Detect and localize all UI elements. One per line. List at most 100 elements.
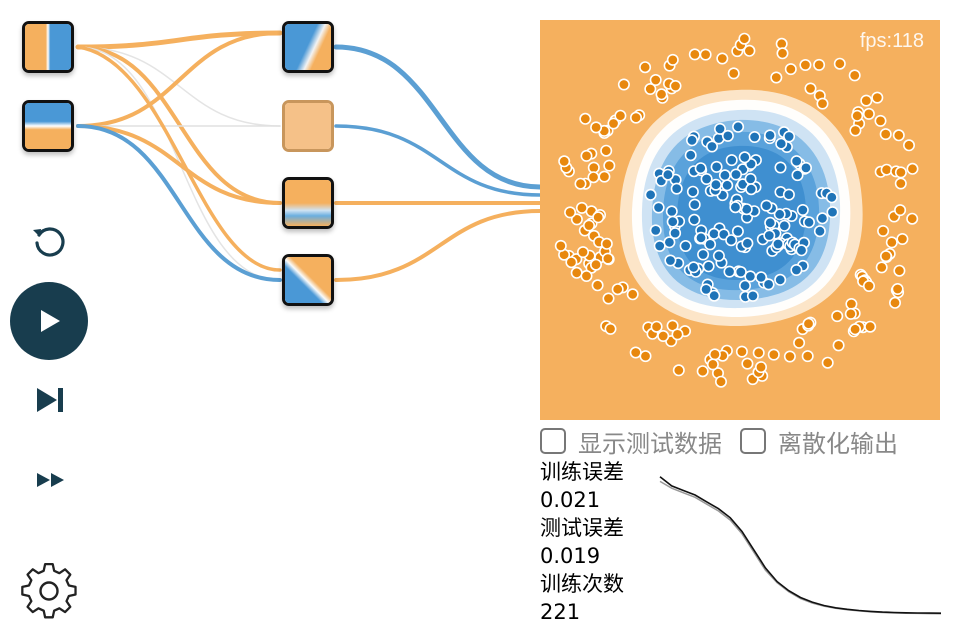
data-point	[730, 168, 743, 181]
epochs-value: 221	[540, 600, 581, 624]
data-point	[862, 107, 875, 120]
data-point	[601, 252, 614, 265]
fps-counter: fps:118	[859, 30, 924, 52]
data-point	[630, 111, 643, 124]
data-point	[821, 356, 834, 369]
data-point	[790, 155, 803, 168]
data-point	[589, 258, 602, 271]
data-point	[739, 279, 752, 292]
data-point	[783, 350, 796, 363]
input-neuron-x2[interactable]	[22, 100, 74, 152]
data-point	[799, 161, 812, 174]
data-point	[738, 151, 751, 164]
data-point	[763, 229, 776, 242]
hidden-neuron-1[interactable]	[282, 21, 334, 73]
data-point	[706, 140, 719, 153]
data-point	[772, 238, 785, 251]
data-point	[570, 213, 583, 226]
data-point	[694, 162, 707, 175]
data-point	[767, 348, 780, 361]
data-point	[773, 208, 786, 221]
discretize-output-label: 离散化输出	[778, 429, 898, 458]
data-point	[860, 94, 873, 107]
data-point	[849, 323, 862, 336]
data-point	[696, 365, 709, 378]
settings-button[interactable]	[18, 560, 80, 622]
show-test-data-checkbox[interactable]	[540, 428, 566, 454]
data-point	[813, 225, 826, 238]
step-button[interactable]	[32, 384, 68, 416]
hidden-neuron-2[interactable]	[282, 100, 334, 152]
data-point	[591, 279, 604, 292]
train-loss-line	[659, 476, 942, 614]
data-point	[776, 47, 789, 60]
data-point	[708, 289, 721, 302]
data-point	[666, 215, 679, 228]
data-point	[712, 249, 725, 262]
output-heatmap[interactable]: fps:118	[540, 20, 940, 420]
data-point	[844, 307, 857, 320]
data-point	[729, 201, 742, 214]
data-point	[716, 52, 729, 65]
data-point	[875, 261, 888, 274]
data-point	[592, 211, 605, 224]
show-test-data-toggle[interactable]: 显示测试数据	[540, 424, 722, 459]
data-point	[663, 236, 676, 249]
data-point	[748, 131, 761, 144]
data-point	[770, 71, 783, 84]
data-point	[760, 199, 773, 212]
data-point	[888, 296, 901, 309]
data-point	[684, 149, 697, 162]
data-point	[879, 128, 892, 141]
data-point	[783, 130, 796, 143]
data-point	[893, 264, 906, 277]
data-point	[801, 350, 814, 363]
reset-button[interactable]	[28, 220, 70, 262]
data-point	[816, 212, 829, 225]
train-loss-value: 0.021	[540, 488, 601, 512]
discretize-output-toggle[interactable]: 离散化输出	[740, 424, 898, 459]
data-point	[774, 161, 787, 174]
discretize-output-checkbox[interactable]	[740, 428, 766, 454]
data-point	[653, 240, 666, 253]
play-button[interactable]	[10, 282, 88, 360]
data-point	[796, 204, 809, 217]
data-point	[790, 264, 803, 277]
data-point	[661, 168, 674, 181]
data-point	[734, 266, 747, 279]
data-point	[848, 69, 861, 82]
hidden-neuron-3[interactable]	[282, 177, 334, 229]
data-point	[650, 320, 663, 333]
data-point	[564, 206, 577, 219]
data-point	[575, 201, 588, 214]
data-point	[574, 177, 587, 190]
link-x1-h3	[76, 45, 282, 205]
link-x1-h1	[75, 30, 283, 50]
data-point	[778, 219, 791, 232]
data-point	[639, 61, 652, 74]
hidden-neuron-4[interactable]	[282, 254, 334, 306]
fast-forward-button[interactable]	[34, 468, 68, 492]
data-point	[697, 248, 710, 261]
data-point	[598, 170, 611, 183]
data-point	[644, 188, 657, 201]
data-point	[718, 169, 731, 182]
data-point	[614, 109, 627, 122]
data-point	[652, 201, 665, 214]
link-x1-h4b	[76, 45, 282, 272]
data-point	[669, 79, 682, 92]
link-h1-out	[333, 44, 543, 190]
data-point	[795, 244, 808, 257]
input-neuron-x1[interactable]	[22, 21, 74, 73]
data-point	[755, 271, 768, 284]
data-point	[708, 227, 721, 240]
data-point	[579, 112, 592, 125]
data-point	[671, 328, 684, 341]
data-point	[709, 178, 722, 191]
data-point	[885, 236, 898, 249]
data-point	[611, 283, 624, 296]
data-point	[764, 129, 777, 142]
data-point	[576, 246, 589, 259]
data-point	[802, 317, 815, 330]
